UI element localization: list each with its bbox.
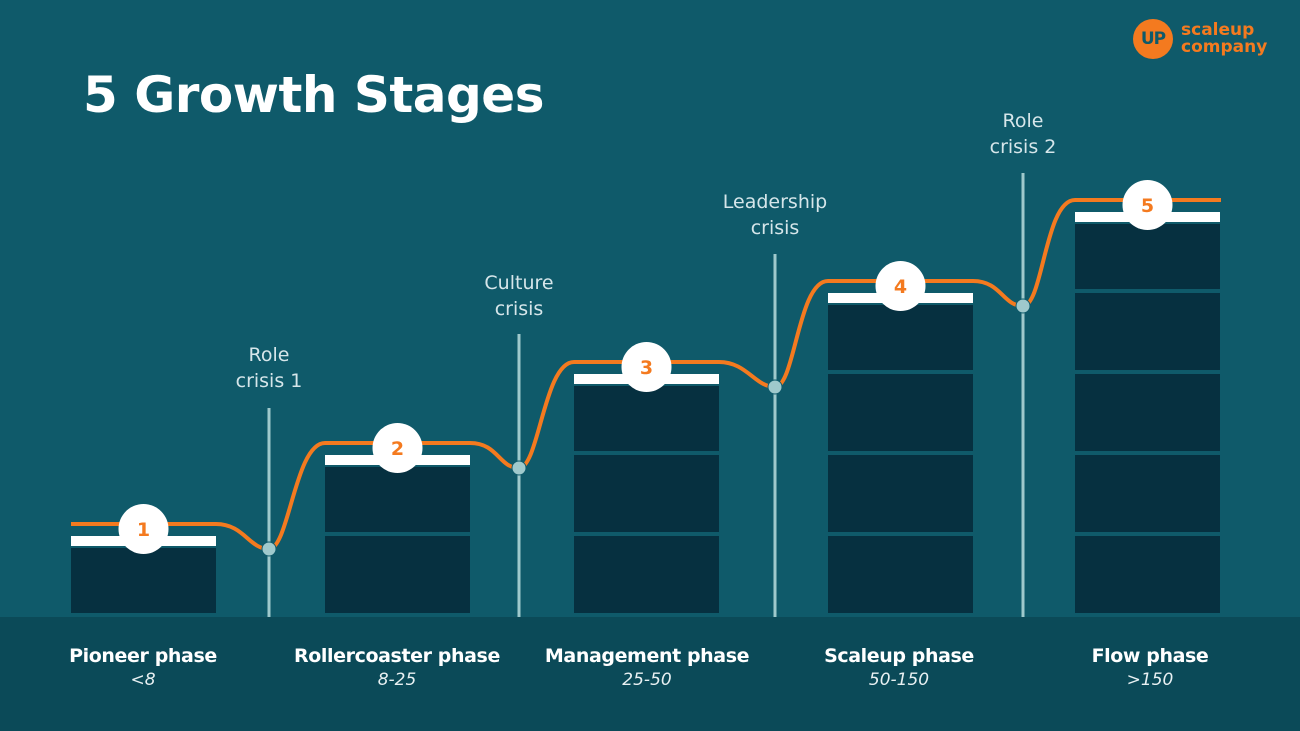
stage-block-segment — [325, 536, 470, 613]
crisis-dot — [767, 379, 783, 395]
crisis-label-line: Culture — [484, 272, 554, 294]
crisis-label-line: crisis 1 — [235, 370, 303, 392]
stage-block-segment — [1075, 293, 1220, 370]
crisis-label-line: crisis — [494, 298, 544, 320]
stage-block-segment — [828, 455, 973, 532]
logo-wordmark: scaleup company — [1181, 22, 1267, 56]
crisis-label-line: crisis — [750, 217, 800, 239]
stage-badge-number: 5 — [1141, 195, 1154, 217]
up-logo-icon: UP — [1133, 19, 1173, 59]
stage-name: Flow phase — [1091, 645, 1209, 667]
stage-range: 50-150 — [868, 670, 930, 690]
stage-name: Rollercoaster phase — [294, 645, 500, 667]
crisis-dots — [261, 298, 1031, 557]
crisis-label-line: Leadership — [722, 191, 828, 213]
stage-block-segment — [574, 536, 719, 613]
stage-badges: 1 2 3 4 5 — [118, 180, 1173, 554]
crisis-label-line: Role — [1002, 110, 1044, 132]
stage-block-segment — [828, 305, 973, 370]
stage-badge-number: 2 — [391, 438, 404, 460]
stage-label-rollercoaster: Rollercoaster phase 8-25 — [277, 643, 517, 691]
stage-name: Management phase — [544, 645, 750, 667]
logo-line-2: company — [1181, 37, 1268, 57]
stage-block-segment — [828, 374, 973, 451]
scaleup-company-logo: UP scaleup company — [1133, 19, 1267, 59]
stage-label-pioneer: Pioneer phase <8 — [23, 643, 263, 691]
stage-badge-number: 1 — [137, 519, 150, 541]
stage-label-flow: Flow phase >150 — [1030, 643, 1270, 691]
stage-badge-number: 4 — [894, 276, 907, 298]
footer-band — [0, 617, 1300, 731]
stage-range: <8 — [130, 670, 156, 690]
stage-block-segment — [71, 548, 216, 613]
stage-block-segment — [1075, 536, 1220, 613]
stage-block-segment — [574, 455, 719, 532]
crisis-label-role-1: Role crisis 1 — [179, 342, 359, 394]
stage-block-segment — [574, 386, 719, 451]
crisis-label-culture: Culture crisis — [429, 270, 609, 322]
stage-name: Pioneer phase — [69, 645, 217, 667]
crisis-label-line: Role — [248, 344, 290, 366]
stage-badge-circle — [875, 261, 926, 311]
logo-line-1: scaleup — [1181, 20, 1255, 40]
stage-label-management: Management phase 25-50 — [527, 643, 767, 691]
stage-badge-circle — [118, 504, 169, 554]
stage-badge-number: 3 — [640, 357, 653, 379]
stage-range: >150 — [1126, 670, 1174, 690]
stage-block-segment — [828, 536, 973, 613]
stage-block-segment — [325, 467, 470, 532]
crisis-dot — [261, 541, 277, 557]
stage-blocks — [71, 212, 1220, 613]
crisis-dot — [1015, 298, 1031, 314]
page-title: 5 Growth Stages — [83, 66, 544, 124]
crisis-label-role-2: Role crisis 2 — [933, 108, 1113, 160]
crisis-label-line: crisis 2 — [989, 136, 1057, 158]
stage-name: Scaleup phase — [824, 645, 974, 667]
stage-block-segment — [1075, 374, 1220, 451]
stage-badge-circle — [372, 423, 423, 473]
stage-range: 8-25 — [377, 670, 417, 690]
stage-block-segment — [1075, 224, 1220, 289]
stage-block-segment — [1075, 455, 1220, 532]
stage-badge-circle — [621, 342, 672, 392]
stage-badge-circle — [1122, 180, 1173, 230]
stage-range: 25-50 — [622, 670, 672, 690]
crisis-dot — [511, 460, 527, 476]
stage-label-scaleup: Scaleup phase 50-150 — [779, 643, 1019, 691]
crisis-label-leadership: Leadership crisis — [685, 189, 865, 241]
